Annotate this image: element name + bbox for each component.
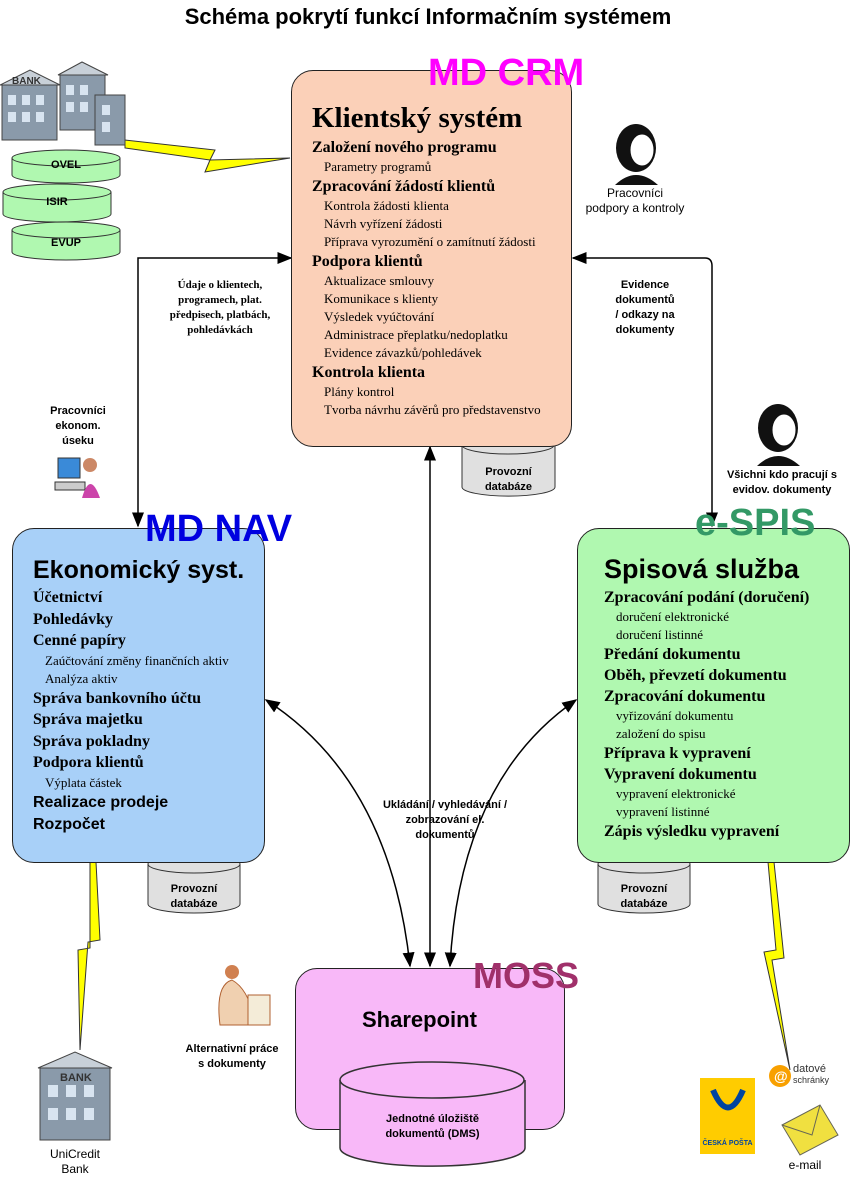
register-cylinder-isir: [2, 183, 112, 223]
function-item: Správa bankovního účtu: [33, 689, 202, 707]
center-flow-label: Ukládání / vyhledávání /zobrazování el.d…: [382, 799, 508, 841]
spis-box: Spisová služba Zpracování podání (doruče…: [577, 528, 850, 863]
left-flow-label: Údaje o klientech,programech, plat.předp…: [169, 279, 271, 336]
function-subitem: Zaúčtování změny finančních aktiv: [45, 652, 229, 668]
function-item: Správa majetku: [33, 711, 143, 728]
arrow-crm-nav: [132, 252, 293, 528]
function-item: Oběh, převzetí dokumentu: [604, 667, 787, 684]
function-subitem: založení do spisu: [616, 726, 706, 741]
function-subitem: Návrh vyřízení žádosti: [324, 216, 443, 231]
crm-box: Klientský systém Založení nového program…: [291, 70, 572, 447]
lightning-icon: [763, 861, 791, 1071]
function-item: Správa pokladny: [33, 732, 150, 750]
function-item: Zpracování žádostí klientů: [312, 178, 496, 195]
person-icon: [615, 124, 658, 185]
function-subitem: Administrace přeplatku/nedoplatku: [324, 327, 508, 342]
ceska-posta-logo: [700, 1078, 755, 1154]
computer-worker-icon: [54, 457, 100, 498]
spis-system-title: Spisová služba: [604, 554, 800, 584]
function-item: Vypravení dokumentu: [604, 766, 757, 783]
function-subitem: vypravení listinné: [616, 804, 710, 819]
arrow-nav-moss: [264, 699, 415, 968]
email-label: e-mail: [788, 1158, 822, 1172]
svg-text:@: @: [774, 1068, 788, 1084]
function-subitem: doručení listinné: [616, 627, 704, 642]
arrow-spis-moss: [444, 699, 578, 968]
function-item: Kontrola klienta: [312, 364, 426, 381]
register-isir: ISIR: [46, 196, 68, 208]
register-cylinder-evup: [11, 221, 121, 261]
function-subitem: doručení elektronické: [616, 609, 729, 624]
function-item: Příprava k vypravení: [604, 745, 751, 762]
function-subitem: Kontrola žádosti klienta: [324, 198, 449, 213]
function-subitem: Výplata částek: [45, 774, 122, 790]
function-item: Zápis výsledku vypravení: [604, 823, 780, 840]
person-icon: [757, 404, 800, 466]
function-subitem: Tvorba návrhu závěrů pro představenstvo: [324, 402, 541, 417]
function-subitem: Plány kontrol: [324, 384, 395, 399]
nav-brand: MD NAV: [145, 508, 293, 550]
diagram-title: Schéma pokrytí funkcí Informačním systém…: [184, 4, 672, 29]
email-envelope-icon: [781, 1104, 839, 1156]
moss-system-title: Sharepoint: [362, 1007, 477, 1032]
function-item: Cenné papíry: [33, 632, 126, 649]
register-evup: EVUP: [51, 237, 81, 249]
function-item: Zpracování dokumentu: [604, 688, 766, 705]
bank-building-icon: [0, 61, 126, 146]
nav-system-title: Ekonomický syst.: [33, 556, 245, 584]
function-item: Pohledávky: [33, 610, 114, 628]
function-item: Zpracování podání (doručení): [604, 589, 810, 606]
datove-schranky-logo: @: [769, 1065, 791, 1087]
function-item: Založení nového programu: [312, 139, 497, 156]
register-cylinder-ovel: [11, 149, 121, 184]
unicredit-bank-icon: [37, 1051, 113, 1141]
function-subitem: Komunikace s klienty: [324, 291, 439, 306]
function-subitem: Výsledek vyúčtování: [324, 309, 435, 324]
function-item: Podpora klientů: [33, 754, 144, 771]
function-item: Podpora klientů: [312, 253, 423, 270]
lightning-icon: [124, 139, 291, 173]
crm-brand: MD CRM: [428, 52, 585, 94]
moss-brand: MOSS: [473, 955, 580, 996]
arrow-crm-spis: [571, 252, 718, 528]
unicredit-bank-sign: BANK: [60, 1072, 92, 1084]
function-subitem: vypravení elektronické: [616, 786, 736, 801]
register-ovel: OVEL: [51, 159, 81, 171]
function-subitem: Parametry programů: [324, 159, 432, 174]
function-subitem: Aktualizace smlouvy: [324, 273, 435, 288]
function-subitem: Analýza aktiv: [45, 670, 118, 686]
function-item: Předání dokumentu: [604, 646, 741, 663]
function-item: Realizace prodeje: [33, 793, 169, 811]
function-subitem: Evidence závazků/pohledávek: [324, 345, 482, 360]
function-subitem: vyřizování dokumentu: [616, 708, 734, 723]
spis-brand: e-SPIS: [695, 502, 816, 544]
crm-system-title: Klientský systém: [312, 102, 523, 134]
function-subitem: Příprava vyrozumění o zamítnutí žádosti: [324, 234, 536, 249]
lightning-icon: [77, 861, 101, 1051]
function-item: Rozpočet: [33, 815, 105, 833]
ceska-posta-text: ČESKÁ POŠTA: [702, 1140, 753, 1147]
bank-sign: BANK: [12, 76, 41, 87]
worker-figure-icon: [218, 965, 271, 1026]
spis-function-list: Zpracování podání (doručení) doručení ele…: [578, 587, 849, 842]
function-item: Účetnictví: [33, 589, 103, 606]
